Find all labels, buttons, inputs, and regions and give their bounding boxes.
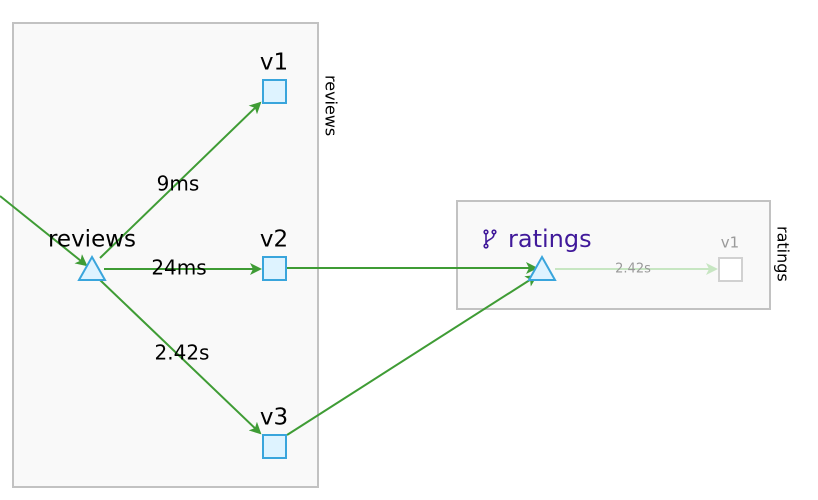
edge-v3-to-ratings[interactable] (286, 274, 538, 436)
branch-icon (483, 229, 497, 249)
reviews-v3-node[interactable]: v3 (260, 405, 288, 459)
reviews-v1-node[interactable]: v1 (260, 50, 288, 104)
reviews-v2-label: v2 (260, 227, 288, 253)
ratings-box-background (456, 200, 771, 310)
ratings-box-label: ratings (774, 226, 793, 282)
ratings-v1-node[interactable]: v1 (718, 234, 743, 282)
triangle-icon (77, 254, 107, 281)
ratings-service-node[interactable]: ratings (483, 225, 592, 281)
edge-label-v1: 9ms (157, 172, 200, 196)
reviews-v3-label: v3 (260, 405, 288, 431)
ratings-v1-label: v1 (721, 234, 739, 252)
square-icon (718, 257, 743, 282)
triangle-icon (527, 254, 557, 281)
edge-label-v3: 2.42s (155, 341, 210, 365)
square-icon (262, 256, 287, 281)
ratings-service-label: ratings (508, 225, 592, 253)
edge-reviews-to-v3[interactable] (99, 279, 262, 435)
ratings-app-box[interactable]: ratings (456, 200, 793, 310)
square-icon (262, 79, 287, 104)
reviews-v1-label: v1 (260, 50, 288, 76)
square-icon (262, 434, 287, 459)
reviews-service-node[interactable]: reviews (48, 227, 136, 281)
edge-reviews-to-v1[interactable] (99, 101, 262, 259)
reviews-box-label: reviews (322, 75, 341, 136)
incoming-edge[interactable] (0, 195, 88, 267)
edge-label-v2: 24ms (151, 256, 206, 280)
edge-label-ratings-v1: 2.42s (615, 262, 651, 277)
reviews-v2-node[interactable]: v2 (260, 227, 288, 281)
reviews-service-label: reviews (48, 227, 136, 253)
